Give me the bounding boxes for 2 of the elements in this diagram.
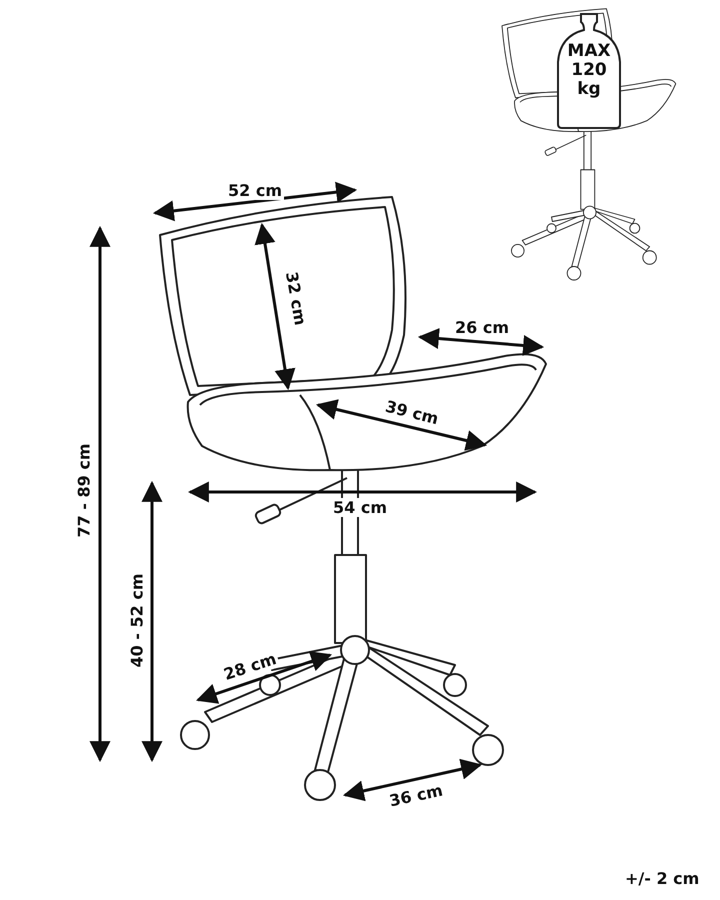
weight-limit-text: MAX 120 kg <box>566 42 612 99</box>
dimension-label: 54 cm <box>331 498 389 516</box>
